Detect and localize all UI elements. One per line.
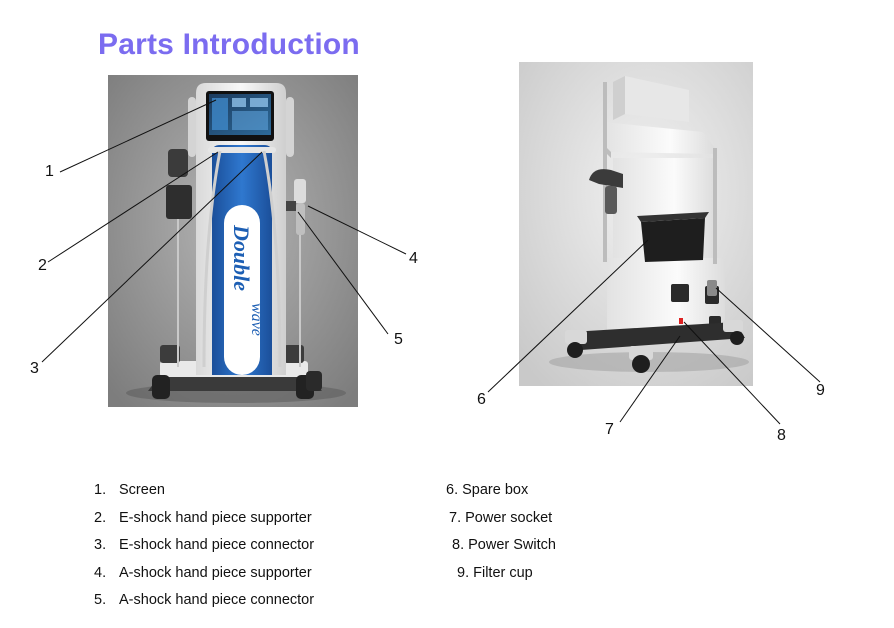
- callout-number-2: 2: [38, 257, 47, 274]
- list-item-number: 4.: [94, 565, 107, 581]
- list-item-number: 3.: [94, 537, 107, 553]
- list-item: 6. Spare box: [446, 482, 529, 498]
- list-item-label: Screen: [119, 482, 165, 498]
- list-item-number: 2.: [94, 510, 107, 526]
- callout-number-4: 4: [409, 250, 418, 267]
- list-item-label: E-shock hand piece connector: [119, 537, 315, 553]
- callout-number-6: 6: [477, 391, 486, 408]
- parts-list-right: 6. Spare box 7. Power socket 8. Power Sw…: [446, 482, 646, 592]
- list-item-number: 5.: [94, 592, 107, 608]
- callout-number-9: 9: [816, 382, 825, 399]
- list-item: 9. Filter cup: [457, 565, 533, 581]
- callout-number-1: 1: [45, 163, 54, 180]
- list-item-label: E-shock hand piece supporter: [119, 510, 312, 526]
- callout-number-3: 3: [30, 360, 39, 377]
- device-back-photo: [519, 62, 753, 386]
- callout-number-8: 8: [777, 427, 786, 444]
- callout-number-7: 7: [605, 421, 614, 438]
- list-item: 8. Power Switch: [452, 537, 556, 553]
- list-item: 7. Power socket: [449, 510, 553, 526]
- list-item-label: A-shock hand piece connector: [119, 592, 315, 608]
- parts-list-left: 1. Screen 2. E-shock hand piece supporte…: [94, 482, 414, 612]
- page-title: Parts Introduction: [98, 28, 360, 61]
- device-front-illustration: Double wave: [108, 75, 358, 407]
- device-brand-line1: Double: [229, 224, 254, 291]
- device-back-illustration: [519, 62, 753, 386]
- list-item-number: 1.: [94, 482, 107, 498]
- device-brand-line2: wave: [248, 303, 265, 336]
- callout-number-5: 5: [394, 331, 403, 348]
- device-front-photo: Double wave: [108, 75, 358, 407]
- list-item-label: A-shock hand piece supporter: [119, 565, 312, 581]
